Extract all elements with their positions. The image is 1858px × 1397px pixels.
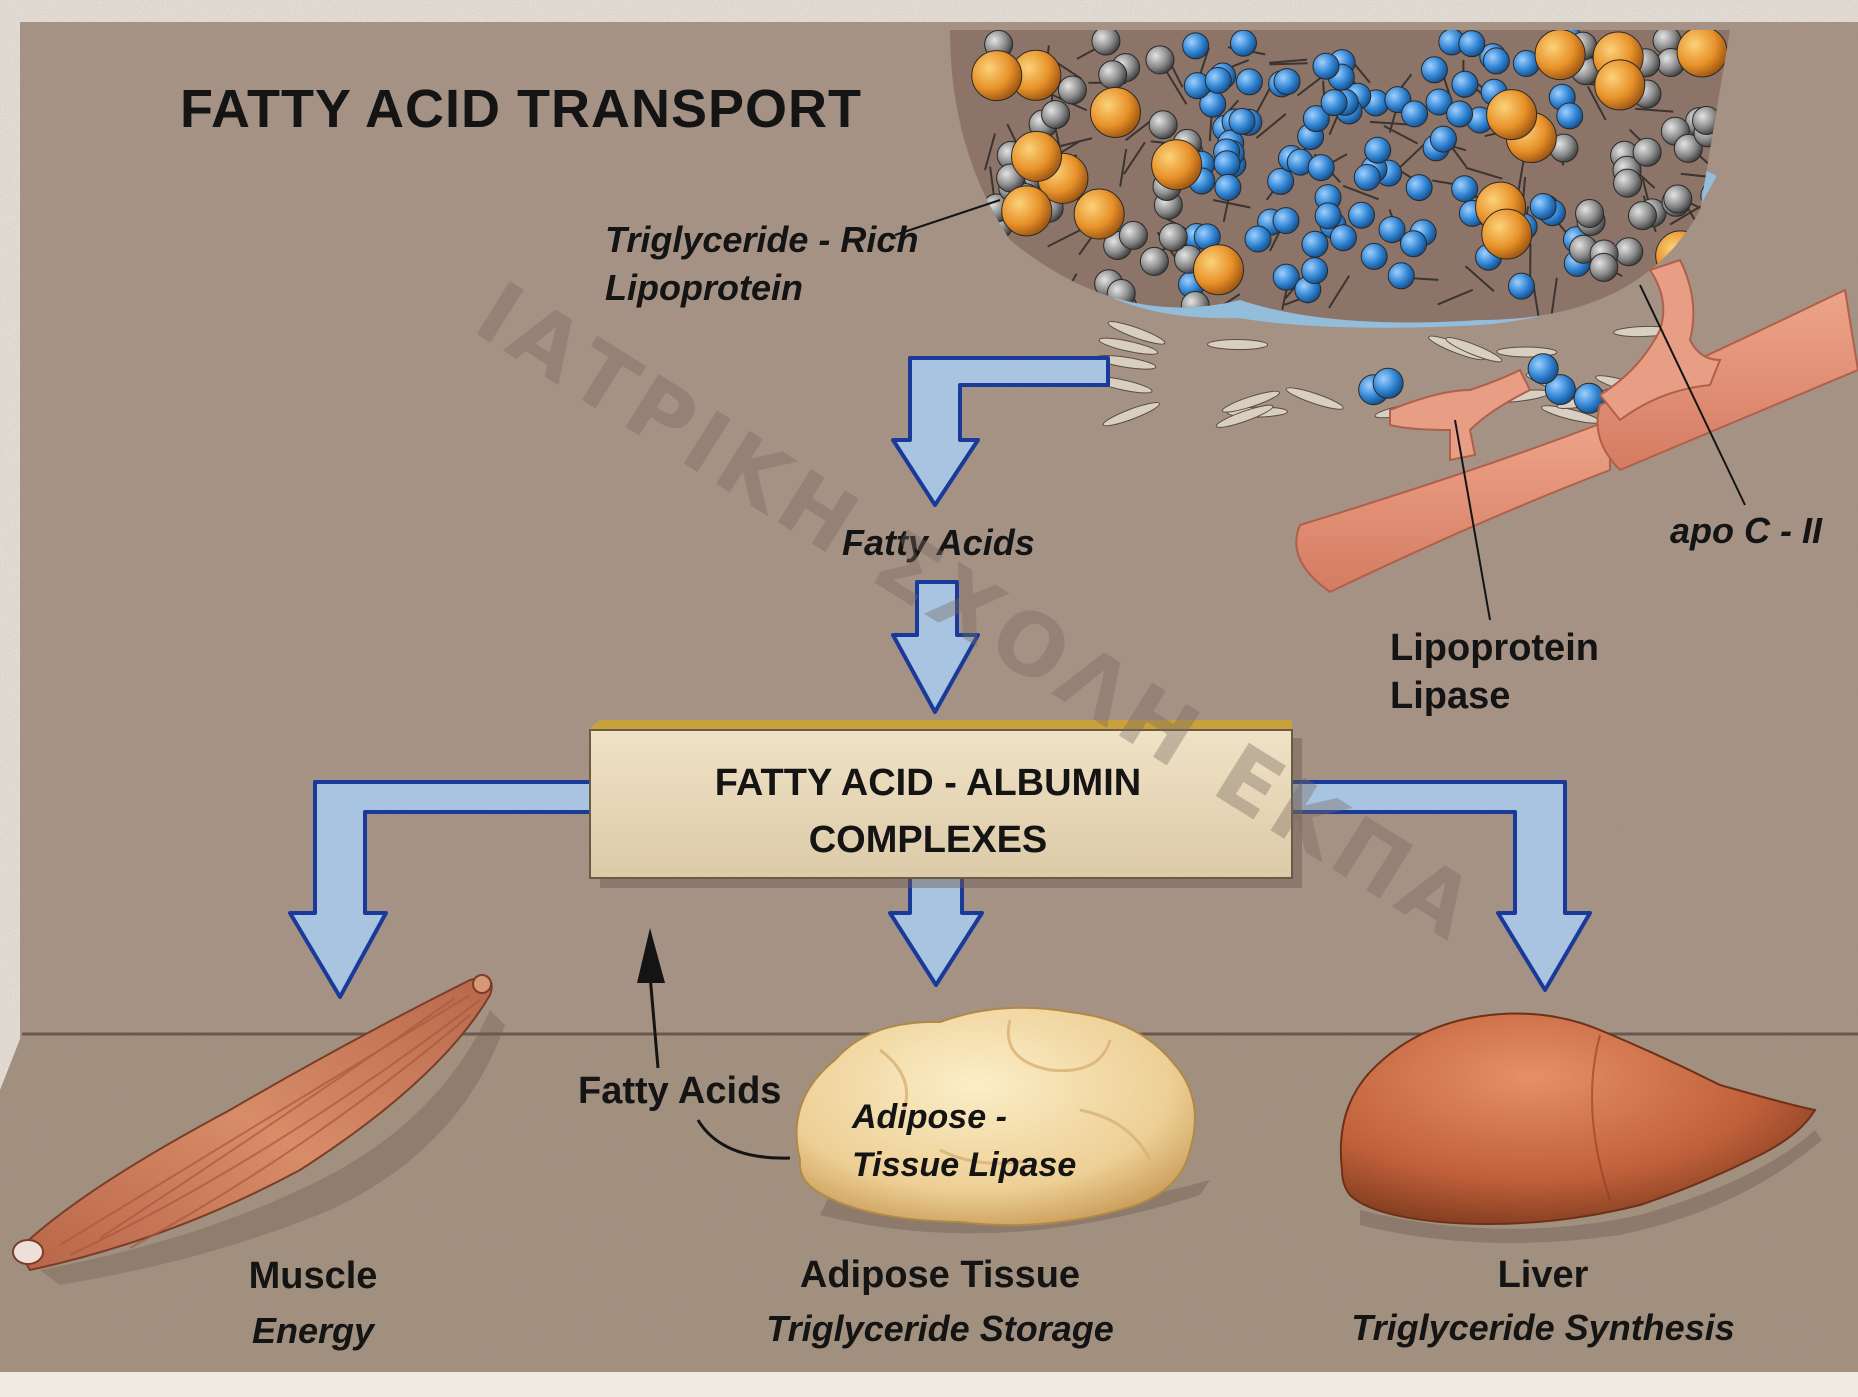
adipose-lipase-label-line1: Adipose - [851,1098,1007,1136]
phospholipid-bead [1614,169,1642,197]
phospholipid-bead [1058,76,1086,104]
phospholipid-bead [1042,100,1070,128]
cholesterol-ester-bead [1330,225,1356,251]
cholesterol-ester-bead [1401,231,1427,257]
cholesterol-ester-bead [1321,90,1347,116]
lipoprotein-label-line2: Lipoprotein [605,267,803,308]
phospholipid-bead [1149,111,1177,139]
lipase-label-line1: Lipoprotein [1390,627,1599,669]
released-glycerol-bead [1528,354,1558,384]
cholesterol-ester-bead [1430,126,1456,152]
phospholipid-bead [1633,138,1661,166]
complex-label-line1: FATTY ACID - ALBUMIN [715,762,1141,804]
cholesterol-ester-bead [1268,168,1294,194]
adipose-name: Adipose Tissue [800,1254,1080,1296]
cholesterol-ester-bead [1245,226,1271,252]
apolipoprotein-bead [1002,186,1052,236]
apolipoprotein-bead [1487,90,1537,140]
phospholipid-bead [1140,247,1168,275]
cholesterol-ester-bead [1557,103,1583,129]
cholesterol-ester-bead [1452,176,1478,202]
cholesterol-ester-bead [1483,48,1509,74]
cholesterol-ester-bead [1214,151,1240,177]
cholesterol-ester-bead [1447,101,1473,127]
cholesterol-ester-bead [1302,258,1328,284]
phospholipid-bead [1099,61,1127,89]
phospholipid-bead [1119,221,1147,249]
cholesterol-ester-bead [1530,193,1556,219]
muscle-name: Muscle [249,1255,378,1297]
muscle-tendon-end [473,975,491,993]
adipose-role: Triglyceride Storage [766,1308,1113,1349]
cholesterol-ester-bead [1236,69,1262,95]
cholesterol-ester-bead [1508,273,1534,299]
lipoprotein-label-line1: Triglyceride - Rich [605,219,918,260]
phospholipid-bead [1576,200,1604,228]
paper-margin-bottom [0,1372,1858,1397]
cholesterol-ester-bead [1406,175,1432,201]
cholesterol-ester-bead [1205,67,1231,93]
cholesterol-ester-bead [1229,108,1255,134]
cholesterol-ester-bead [1273,208,1299,234]
apolipoprotein-bead [1595,60,1645,110]
apolipoprotein-bead [1152,140,1202,190]
apolipoprotein-bead [1482,209,1532,259]
phospholipid-bead [1092,27,1120,55]
complex-label-line2: COMPLEXES [809,819,1048,861]
phospholipid-bead [1159,223,1187,251]
cholesterol-ester-bead [1313,53,1339,79]
apolipoprotein-bead [1012,131,1062,181]
apolipoprotein-bead [1090,87,1140,137]
phospholipid-bead [1664,185,1692,213]
phospholipid-bead [1590,253,1618,281]
phospholipid-bead [1615,238,1643,266]
cholesterol-ester-bead [1315,203,1341,229]
fatty-acids-label-bottom: Fatty Acids [578,1070,781,1112]
apolipoprotein-bead [972,51,1022,101]
apo-label: apo C - II [1670,510,1823,551]
diagram-title: FATTY ACID TRANSPORT [180,79,862,139]
muscle-role: Energy [252,1310,376,1351]
cholesterol-ester-bead [1354,164,1380,190]
cholesterol-ester-bead [1230,30,1256,56]
phospholipid-bead [1628,202,1656,230]
liver-role: Triglyceride Synthesis [1351,1307,1735,1348]
cholesterol-ester-bead [1274,69,1300,95]
cholesterol-ester-bead [1215,174,1241,200]
cholesterol-ester-bead [1402,101,1428,127]
cholesterol-ester-bead [1183,33,1209,59]
cholesterol-ester-bead [1365,137,1391,163]
liver-name: Liver [1498,1254,1589,1296]
cholesterol-ester-bead [1421,57,1447,83]
cholesterol-ester-bead [1361,243,1387,269]
apolipoprotein-bead [1535,30,1585,80]
cholesterol-ester-bead [1388,263,1414,289]
apolipoprotein-bead [1194,245,1244,295]
phospholipid-bead [1146,46,1174,74]
fatty-acid-tail [1270,63,1308,64]
lipase-label-line2: Lipase [1390,675,1510,717]
cholesterol-ester-bead [1459,31,1485,57]
adipose-lipase-label-line2: Tissue Lipase [852,1146,1076,1184]
released-fatty-acid [1208,339,1268,349]
cholesterol-ester-bead [1452,71,1478,97]
released-glycerol-bead [1373,368,1403,398]
cholesterol-ester-bead [1349,202,1375,228]
apolipoprotein-bead [1074,189,1124,239]
cholesterol-ester-bead [1308,155,1334,181]
apolipoprotein-bead [1677,27,1727,77]
muscle-tendon-end [13,1240,43,1264]
